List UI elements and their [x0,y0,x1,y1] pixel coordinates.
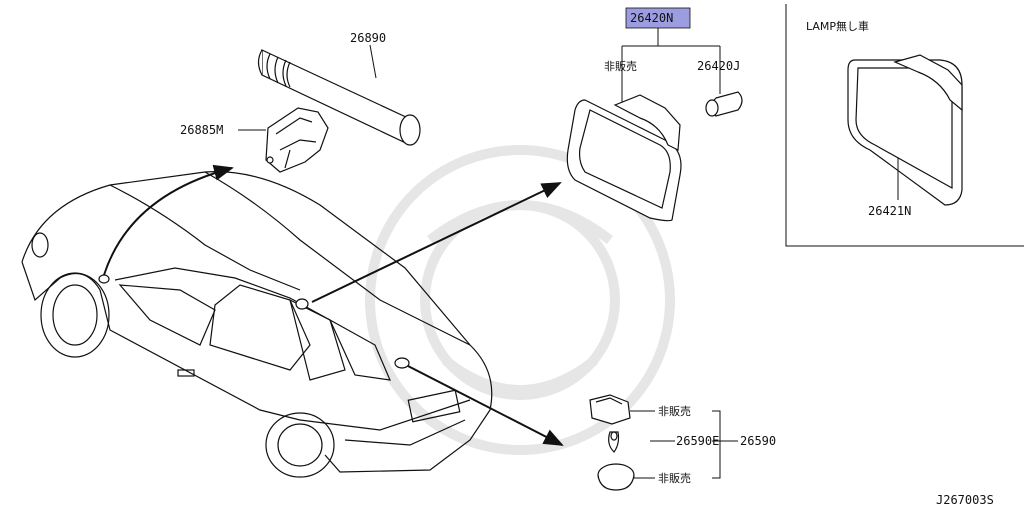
watermark-emblem [365,145,675,455]
label-not-sold-lamp: 非販売 [604,60,637,73]
lamp-lens-26420 [566,94,682,222]
label-26890: 26890 [350,31,386,45]
bulb-26420J [705,91,743,117]
lamp-cover-26421N [847,54,963,206]
arrow-to-switch [103,164,234,276]
label-26590E: 26590E [676,434,719,448]
inset-title: LAMP無し車 [806,19,869,33]
label-26421N: 26421N [868,204,911,218]
label-26590: 26590 [740,434,776,448]
arrow-to-trunk-lamp [407,365,564,446]
lens-part [597,463,635,491]
label-26420N: 26420N [630,11,673,25]
bulb-26590E [608,431,620,453]
socket-part [589,394,631,425]
switch-part-26885M [265,107,329,173]
inset-border [785,4,1024,247]
cylinder-part-26890 [257,49,421,146]
label-26885M: 26885M [180,123,223,137]
diagram-code: J267003S [936,493,994,507]
label-26420J: 26420J [697,59,740,73]
arrow-to-lamp [311,182,562,303]
label-not-sold-lens: 非販売 [658,472,691,485]
label-not-sold-socket: 非販売 [658,405,691,418]
car-illustration [21,171,493,478]
